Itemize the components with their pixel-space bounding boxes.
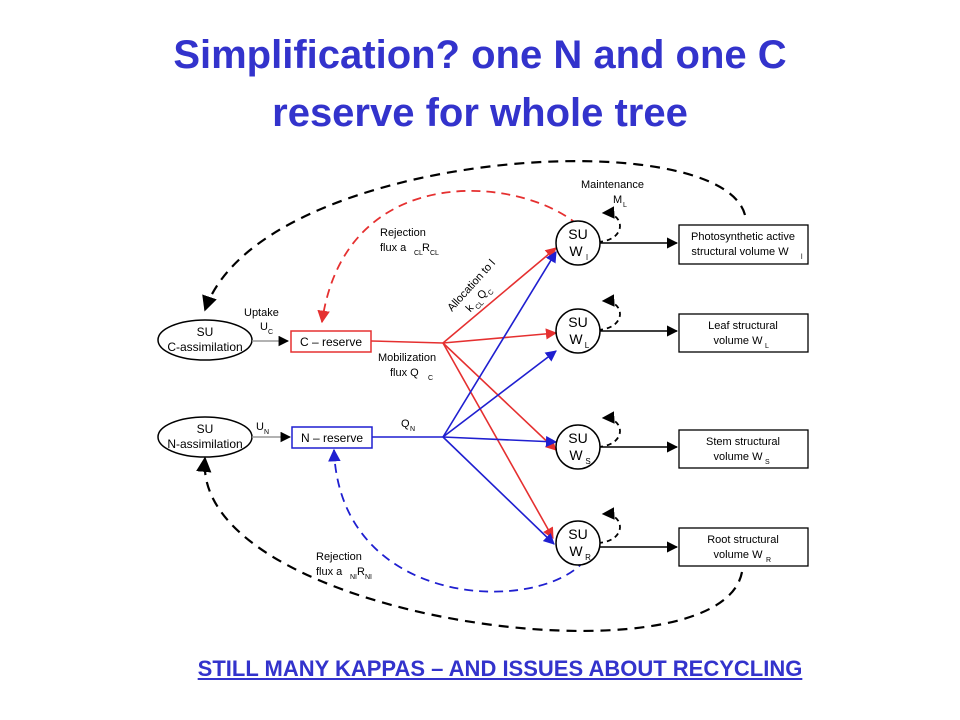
maintenance-loop-L <box>597 294 621 331</box>
title-line-2: reserve for whole tree <box>272 91 688 135</box>
mobilization-line1: Mobilization <box>378 352 436 364</box>
recycle-loop-top <box>202 160 747 312</box>
su-node-S-w: W <box>569 447 583 463</box>
n-alloc-to-L <box>442 350 557 438</box>
su-node-l-su: SU <box>568 226 587 242</box>
c-alloc-to-L <box>442 328 558 344</box>
n-alloc-to-l <box>442 251 557 438</box>
su-node-l-w: W <box>569 243 583 259</box>
su-node-L: SU W L <box>555 308 601 354</box>
maintenance-loop-R <box>597 507 621 544</box>
su-node-L-w: W <box>569 331 583 347</box>
structural-box-S-sub: S <box>765 459 770 466</box>
n-alloc-to-R <box>442 436 555 545</box>
qn-sym: Q <box>401 418 410 430</box>
n-rejection-flux <box>328 448 586 593</box>
maintenance-sym: M <box>613 194 622 206</box>
recycle-loop-bottom <box>196 456 744 633</box>
su-node-R-su: SU <box>568 526 587 542</box>
structural-box-R: Root structural volume W R <box>678 527 809 567</box>
su-node-S-sub: S <box>585 457 590 466</box>
rejection-c-line2: flux a <box>380 242 407 254</box>
structural-box-S-line1: Stem structural <box>706 436 780 448</box>
structural-box-S: Stem structural volume W S <box>678 429 809 469</box>
structural-box-S-line2: volume W <box>714 451 764 463</box>
su-c-line1: SU <box>197 325 214 339</box>
structural-box-R-line1: Root structural <box>707 534 779 546</box>
c-mobilization-line <box>370 340 444 344</box>
slide-title: Simplification? one N and one C reserve … <box>40 26 920 142</box>
structural-box-l-sub: l <box>801 254 803 261</box>
maintenance-loop-S <box>597 411 621 448</box>
su-n-assimilation-node: SU N-assimilation <box>157 416 253 458</box>
uptake-sym: U <box>260 321 268 333</box>
maintenance-label: Maintenance <box>581 179 644 191</box>
rejection-n-sub2: NI <box>365 574 372 581</box>
rejection-n-mid: R <box>357 566 365 578</box>
allocation-q: Q <box>475 287 490 302</box>
structural-box-l-line2: structural volume W <box>691 246 789 258</box>
su-n-line1: SU <box>197 422 214 436</box>
c-rejection-flux <box>317 190 579 324</box>
structural-box-L-sub: L <box>765 343 769 350</box>
un-sym: U <box>256 421 264 433</box>
su-c-line2: C-assimilation <box>167 340 242 354</box>
mobilization-line2: flux Q <box>390 367 419 379</box>
maintenance-sub: L <box>623 202 627 209</box>
su-node-S: SU W S <box>555 424 601 470</box>
qn-sub: N <box>410 426 415 433</box>
structural-box-L-line2: volume W <box>714 335 764 347</box>
structural-box-L-line1: Leaf structural <box>708 320 778 332</box>
rejection-n-sub1: NI <box>350 574 357 581</box>
structural-box-R-line2: volume W <box>714 549 764 561</box>
rejection-c-sub2: CL <box>430 250 439 257</box>
title-line-1: Simplification? one N and one C <box>173 33 787 77</box>
n-alloc-to-S <box>442 435 558 448</box>
rejection-c-line1: Rejection <box>380 227 426 239</box>
un-sub: N <box>264 429 269 436</box>
su-node-R-w: W <box>569 543 583 559</box>
allocation-line1: Allocation to l <box>445 257 498 314</box>
su-node-R-sub: R <box>585 553 591 562</box>
rejection-c-sub1: CL <box>414 250 423 257</box>
su-node-L-su: SU <box>568 314 587 330</box>
structural-box-R-sub: R <box>766 557 771 564</box>
su-node-R: SU W R <box>555 520 601 566</box>
allocation-sub2: C <box>487 289 496 297</box>
c-reserve-box: C – reserve <box>290 330 372 353</box>
n-reserve-label: N – reserve <box>301 431 363 445</box>
footer-note: STILL MANY KAPPAS – AND ISSUES ABOUT REC… <box>197 656 803 681</box>
rejection-n-line2: flux a <box>316 566 343 578</box>
su-node-L-sub: L <box>585 341 590 350</box>
maintenance-loop-l <box>597 206 621 243</box>
rejection-c-mid: R <box>422 242 430 254</box>
structural-box-l-line1: Photosynthetic active <box>691 231 795 243</box>
su-node-l: SU W l <box>555 220 601 266</box>
mobilization-sub: C <box>428 375 433 382</box>
structural-box-L: Leaf structural volume W L <box>678 313 809 353</box>
n-reserve-box: N – reserve <box>291 426 373 449</box>
structural-box-l: Photosynthetic active structural volume … <box>678 224 809 265</box>
su-node-S-su: SU <box>568 430 587 446</box>
allocation-sub1: CL <box>474 300 485 311</box>
c-alloc-to-R <box>442 342 554 539</box>
su-n-line2: N-assimilation <box>167 437 242 451</box>
su-c-assimilation-node: SU C-assimilation <box>157 319 253 361</box>
c-alloc-to-S <box>442 342 557 451</box>
rejection-n-line1: Rejection <box>316 551 362 563</box>
c-reserve-label: C – reserve <box>300 335 362 349</box>
c-alloc-to-l <box>442 247 557 344</box>
uptake-label: Uptake <box>244 307 279 319</box>
uptake-sub: C <box>268 329 273 336</box>
su-node-l-sub: l <box>586 253 588 262</box>
allocation-label: Allocation to l k CL Q C <box>445 257 498 314</box>
